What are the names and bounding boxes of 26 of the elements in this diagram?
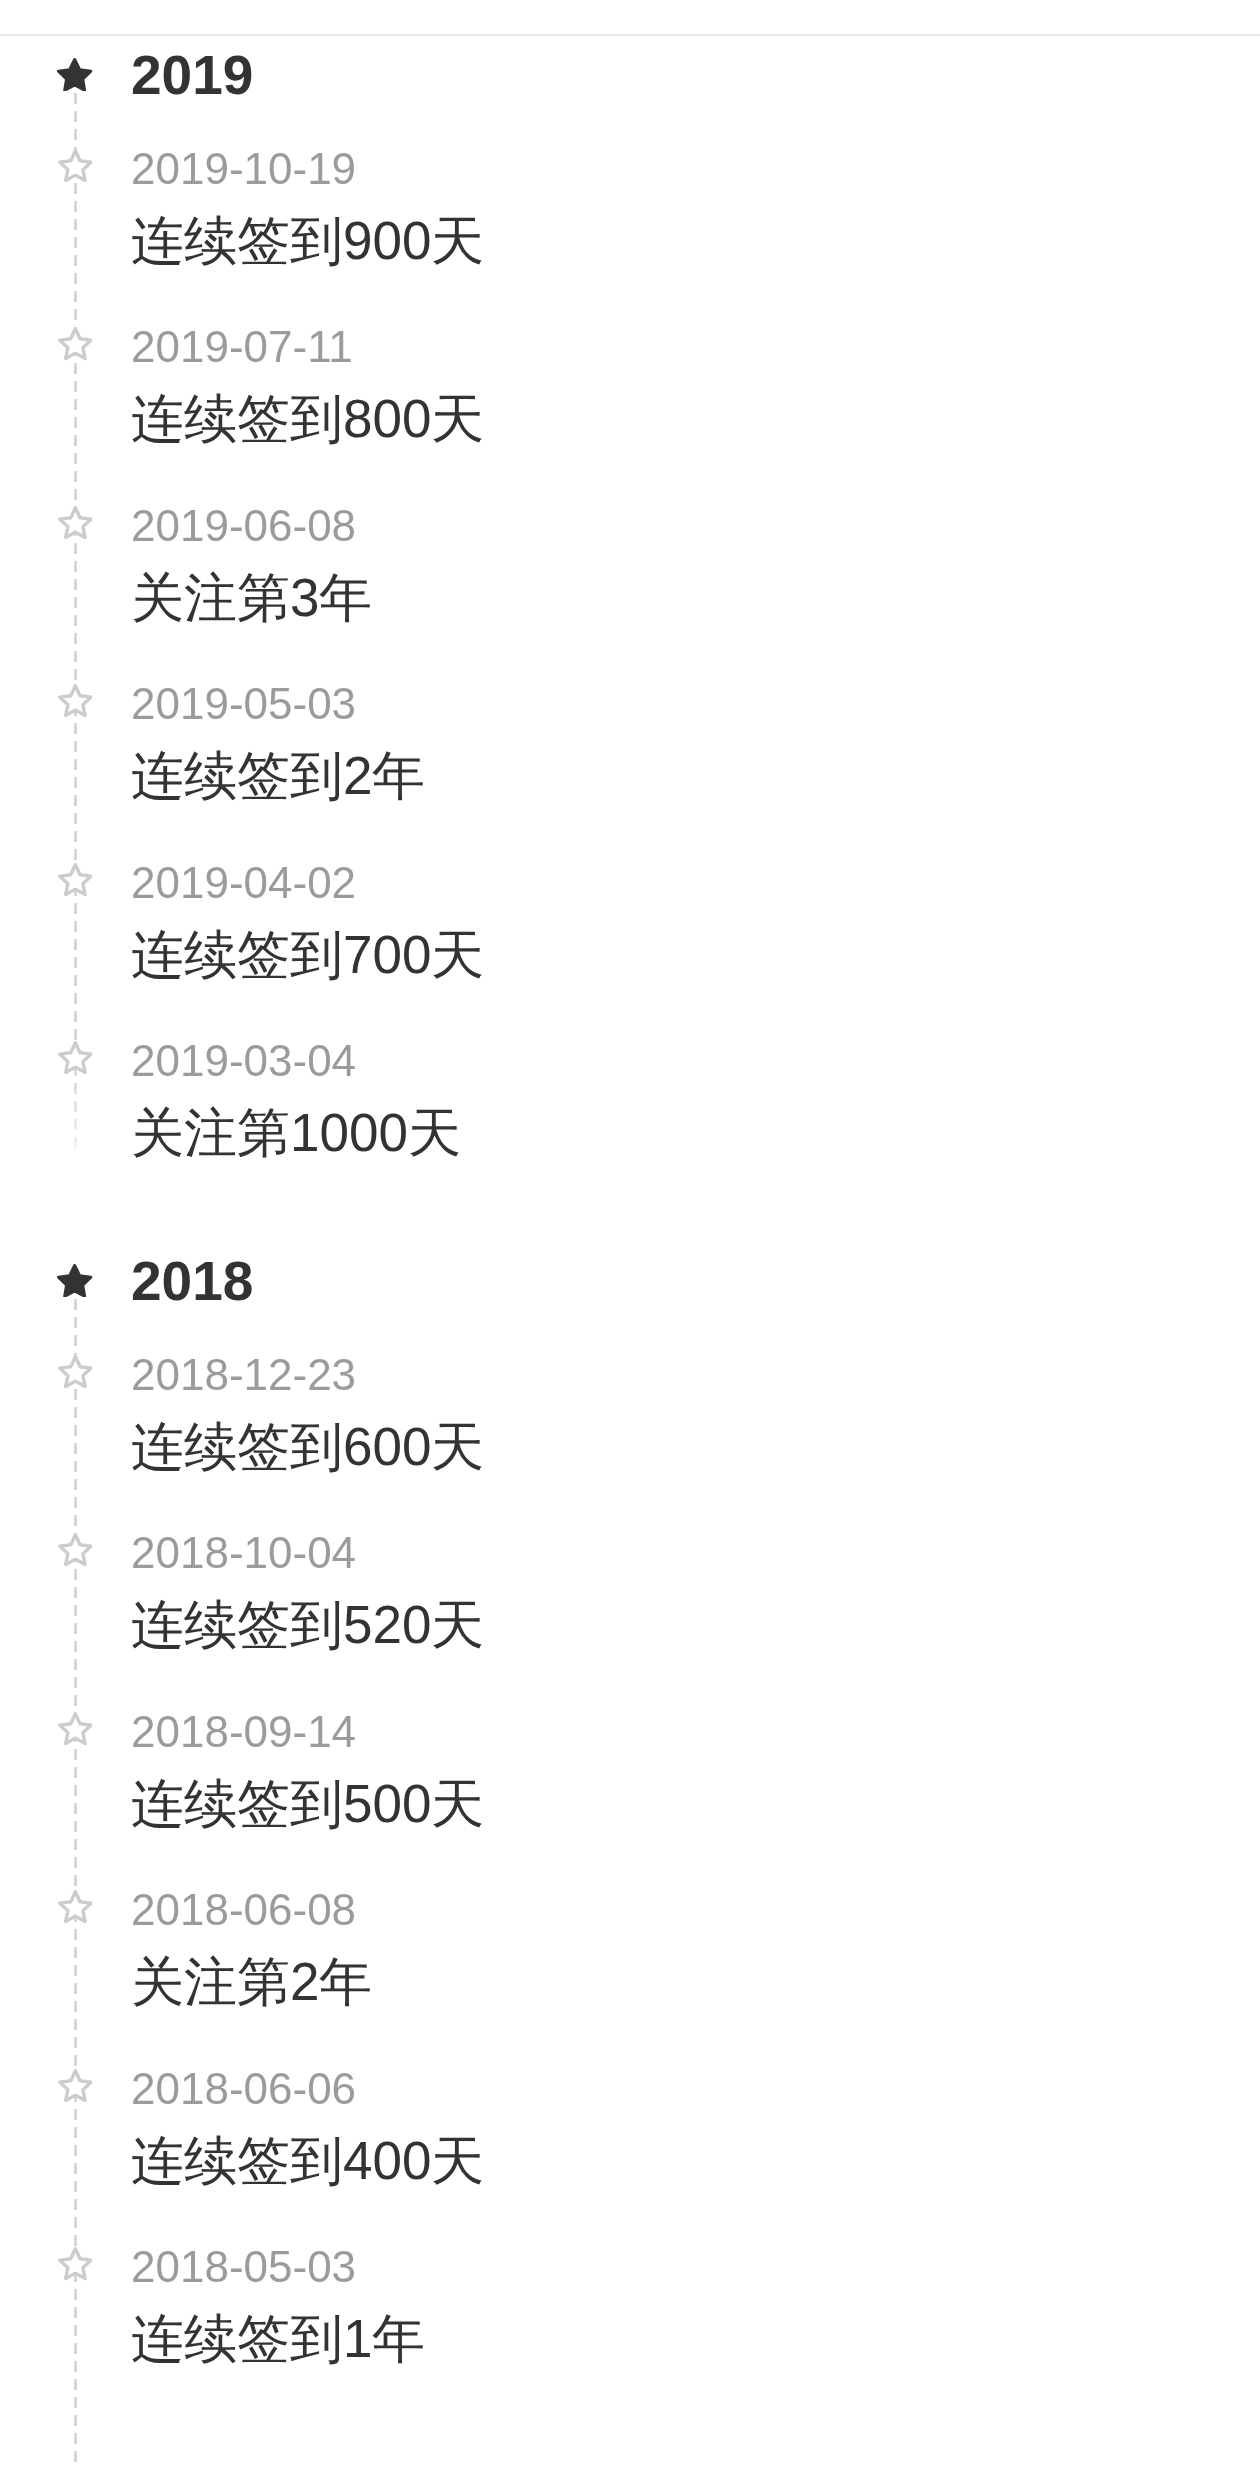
date-text: 2018-06-06 bbox=[131, 2066, 357, 2111]
event-text: 连续签到1年 bbox=[131, 2312, 426, 2366]
date-text: 2018-05-03 bbox=[131, 2245, 357, 2290]
event-text: 连续签到900天 bbox=[131, 213, 485, 267]
date-text: 2018-06-08 bbox=[131, 1888, 357, 1933]
event-text: 连续签到600天 bbox=[131, 1419, 485, 1473]
event-text: 关注第3年 bbox=[131, 570, 373, 624]
event-text: 连续签到2年 bbox=[131, 749, 426, 803]
date-text: 2019-10-19 bbox=[131, 146, 357, 191]
year-heading: 2019 bbox=[131, 48, 254, 104]
event-text: 连续签到700天 bbox=[131, 927, 485, 981]
date-text: 2018-12-23 bbox=[131, 1352, 357, 1397]
date-text: 2018-10-04 bbox=[131, 1531, 357, 1576]
date-text: 2019-03-04 bbox=[131, 1039, 357, 1084]
date-text: 2019-05-03 bbox=[131, 682, 357, 727]
event-text: 连续签到800天 bbox=[131, 392, 485, 446]
event-text: 关注第1000天 bbox=[131, 1106, 461, 1160]
event-text: 连续签到500天 bbox=[131, 1776, 485, 1830]
date-text: 2018-09-14 bbox=[131, 1709, 357, 1754]
event-text: 关注第2年 bbox=[131, 1955, 373, 2009]
year-heading: 2018 bbox=[131, 1254, 254, 1310]
date-text: 2019-07-11 bbox=[131, 325, 353, 370]
event-text: 连续签到520天 bbox=[131, 1598, 485, 1652]
date-text: 2019-06-08 bbox=[131, 503, 357, 548]
date-text: 2019-04-02 bbox=[131, 860, 357, 905]
event-text: 连续签到400天 bbox=[131, 2133, 485, 2187]
